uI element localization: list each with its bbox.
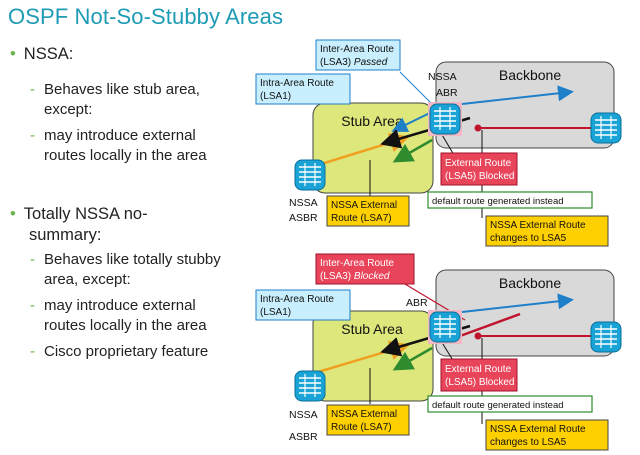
svg-text:External Route: External Route [445, 158, 512, 169]
svg-text:default route generated instea: default route generated instead [432, 400, 564, 411]
bullet-totally-nssa: •Totally NSSA no- [10, 205, 148, 223]
block-dot [474, 124, 482, 132]
bullet-nssa: •NSSA: [10, 45, 74, 63]
block-dot [474, 332, 482, 340]
sub-bullet: -may introduce external [30, 297, 196, 314]
external-router-icon [590, 321, 622, 353]
svg-text:changes to LSA5: changes to LSA5 [490, 437, 567, 448]
diagram-nssa: Backbone Stub Area NSSA ABR NSSA ASBR In… [255, 39, 622, 247]
page-title: OSPF Not-So-Stubby Areas [8, 4, 284, 29]
backbone-label: Backbone [499, 67, 561, 83]
svg-text:Inter-Area Route: Inter-Area Route [320, 44, 394, 55]
abr-router-icon [429, 311, 461, 343]
external-blocked-callout [440, 152, 518, 186]
svg-text:changes to LSA5: changes to LSA5 [490, 233, 567, 244]
sub-bullet: -Behaves like totally stubby [30, 251, 221, 268]
diagram-totally-nssa: Backbone Stub Area ABR NSSA ASBR Inter-A… [255, 253, 622, 451]
svg-text:Route (LSA7): Route (LSA7) [331, 422, 392, 433]
svg-text:NSSA External Route: NSSA External Route [490, 424, 586, 435]
svg-text:Intra-Area Route: Intra-Area Route [260, 78, 334, 89]
asbr-router-icon [294, 370, 326, 402]
sub-bullet-cont: area, except: [44, 271, 131, 288]
asbr-label-2: ASBR [289, 431, 318, 443]
asbr-label-1: NSSA [289, 197, 318, 209]
sub-bullet: -may introduce external [30, 127, 196, 144]
svg-text:Intra-Area Route: Intra-Area Route [260, 294, 334, 305]
svg-text:NSSA External Route: NSSA External Route [490, 220, 586, 231]
svg-text:Inter-Area Route: Inter-Area Route [320, 258, 394, 269]
abr-label-1: NSSA [428, 71, 457, 83]
svg-text:default route generated instea: default route generated instead [432, 196, 564, 207]
sub-bullet: -Cisco proprietary feature [30, 343, 209, 360]
backbone-route-arrow [461, 293, 574, 313]
svg-text:(LSA1): (LSA1) [260, 307, 291, 318]
external-blocked-callout [440, 358, 518, 392]
external-router-icon [590, 112, 622, 144]
svg-text:(LSA5) Blocked: (LSA5) Blocked [445, 171, 514, 182]
nssa-external-callout [326, 404, 410, 436]
svg-text:(LSA3) Passed: (LSA3) Passed [320, 57, 388, 68]
svg-text:NSSA External: NSSA External [331, 409, 397, 420]
svg-text:NSSA External: NSSA External [331, 200, 397, 211]
asbr-label-1: NSSA [289, 409, 318, 421]
svg-text:(LSA1): (LSA1) [260, 91, 291, 102]
abr-router-icon [429, 103, 461, 135]
asbr-router-icon [294, 159, 326, 191]
svg-text:Route (LSA7): Route (LSA7) [331, 213, 392, 224]
svg-text:(LSA5) Blocked: (LSA5) Blocked [445, 377, 514, 388]
backbone-route-arrow [461, 85, 574, 105]
svg-text:External Route: External Route [445, 364, 512, 375]
abr-label-2: ABR [436, 87, 458, 99]
bullet-nssa-heading: NSSA: [23, 45, 74, 63]
inter-area-blocked-line [459, 312, 521, 338]
default-route-arrow [392, 138, 433, 163]
backbone-label: Backbone [499, 275, 561, 291]
asbr-label-2: ASBR [289, 212, 318, 224]
intra-area-callout [255, 73, 351, 105]
stub-area-label: Stub Area [341, 113, 403, 129]
stub-area-label: Stub Area [341, 321, 403, 337]
svg-text:(LSA3) Blocked: (LSA3) Blocked [320, 271, 390, 282]
sub-bullet-cont: routes locally in the area [44, 317, 207, 334]
abr-label: ABR [406, 297, 428, 309]
nssa-changes-callout [485, 419, 609, 451]
sub-bullet-cont: except: [44, 101, 93, 118]
sub-bullet-cont: routes locally in the area [44, 147, 207, 164]
default-route-callout [427, 191, 593, 209]
sub-bullet: -Behaves like stub area, [30, 81, 200, 98]
intra-area-callout [255, 289, 351, 321]
default-route-arrow [392, 346, 433, 371]
bullet-totally-nssa-cont: summary: [29, 226, 102, 244]
inter-area-callout [315, 39, 401, 71]
inter-area-blocked-callout [315, 253, 415, 285]
nssa-changes-callout [485, 215, 609, 247]
default-route-callout [427, 395, 593, 413]
nssa-external-callout [326, 195, 410, 227]
